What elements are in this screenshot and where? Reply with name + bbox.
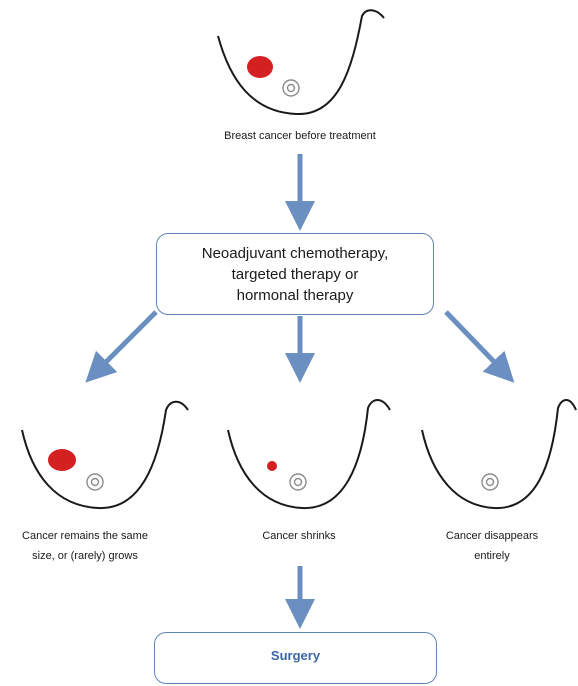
breast-outline [21,400,189,510]
breast-outline [217,9,385,116]
nipple-icon [282,79,300,97]
caption-line: entirely [474,550,510,562]
arrow-to-outcome-left [85,310,158,383]
caption-line: Cancer disappears [445,530,539,542]
tumor-small [267,461,277,471]
arrow-to-outcome-right [444,310,515,383]
therapy-line-1: Neoadjuvant chemotherapy, [201,245,389,262]
caption-line: Cancer remains the same [22,530,148,542]
breast-no-cancer-icon [421,399,577,510]
breast-shrinks-icon [227,399,391,510]
caption-outcome-disappears: Cancer disappears entirely [412,526,572,566]
therapy-box: Neoadjuvant chemotherapy, targeted thera… [156,233,434,315]
breast-outline [421,399,577,510]
breast-same-size-icon [21,400,189,510]
caption-outcome-same-size: Cancer remains the same size, or (rarely… [0,526,170,566]
nipple-icon [289,473,307,491]
caption-before-treatment: Breast cancer before treatment [224,130,376,142]
breast-outline [227,399,391,510]
surgery-box: Surgery [154,632,437,684]
tumor-large [48,449,76,471]
nipple-icon [481,473,499,491]
caption-line: Cancer shrinks [262,530,336,542]
nipple-icon [86,473,104,491]
surgery-label: Surgery [270,648,321,663]
breast-before-treatment-icon [217,9,385,116]
caption-line: size, or (rarely) grows [32,550,138,562]
therapy-line-3: hormonal therapy [236,287,354,304]
therapy-line-2: targeted therapy or [231,266,359,283]
caption-outcome-shrinks: Cancer shrinks [214,526,384,546]
tumor-large [247,56,273,78]
